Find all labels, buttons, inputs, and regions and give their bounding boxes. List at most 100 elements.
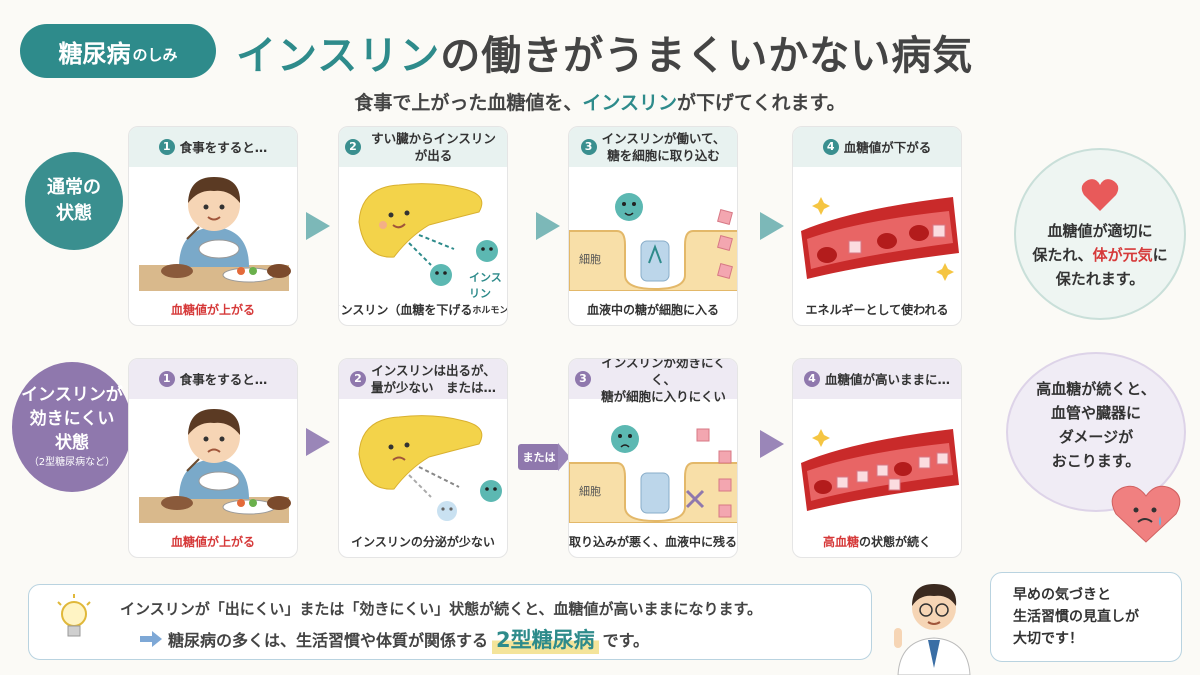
cell-blocked-illustration: 細胞 xyxy=(569,399,737,523)
step-number: 3 xyxy=(580,139,597,155)
bubble-line1: 血糖値が適切に xyxy=(1047,222,1153,240)
resistant-result-bubble: 高血糖が続くと、 血管や臓器に ダメージが おこります。 xyxy=(1006,352,1186,512)
step-number: 1 xyxy=(158,139,175,155)
bubble-line4: おこります。 xyxy=(1051,452,1141,470)
row-label-normal-line1: 通常の xyxy=(47,177,101,198)
step-title-line2: 糖が細胞に入りにくい xyxy=(601,388,726,404)
topic-badge: 糖尿病 のしみ xyxy=(20,24,216,78)
row-label-resistant-line3: 状態 xyxy=(55,433,89,453)
sad-heart-icon xyxy=(1111,485,1181,543)
arrow-right-icon xyxy=(760,212,784,240)
step-title: 食事をすると… xyxy=(179,371,268,387)
step-number: 4 xyxy=(822,139,839,155)
bubble-line2: 血管や臓器に xyxy=(1050,404,1141,422)
step-title-line2: 量が少ない または… xyxy=(370,380,496,395)
advice-line2: 生活習慣の見直しが xyxy=(1013,609,1139,625)
row-label-normal: 通常の 状態 xyxy=(25,152,123,250)
summary-line1: インスリンが「出にくい」または「効きにくい」状態が続くと、血糖値が高いままになり… xyxy=(120,600,763,618)
step-caption-small: ホルモン） xyxy=(472,305,508,316)
step-caption: エネルギーとして使われる xyxy=(805,302,949,317)
badge-sub: のしみ xyxy=(132,45,178,64)
normal-step-3-panel: 3 インスリンが働いて、糖を細胞に取り込む 細胞 血液中の糖が細胞に入る xyxy=(568,126,738,326)
step-header: 2 インスリンは出るが、量が少ない または… xyxy=(339,359,507,399)
arrow-right-icon xyxy=(306,428,330,456)
eating-person-worried-illustration xyxy=(129,399,297,523)
advice-line1: 早めの気づきと xyxy=(1013,587,1111,603)
bubble-line3: ダメージが xyxy=(1058,428,1134,446)
arrow-right-icon xyxy=(760,430,784,458)
row-label-resistant-note: （2型糖尿病など） xyxy=(28,457,116,468)
heart-icon xyxy=(1081,179,1119,211)
bubble-line2-highlight: 体が元気 xyxy=(1092,246,1153,264)
bubble-line1: 高血糖が続くと、 xyxy=(1036,380,1156,398)
summary-box xyxy=(28,584,872,660)
row-label-resistant-line2: 効きにくい xyxy=(29,409,115,429)
page-title: インスリン の働きがうまくいかない病気 xyxy=(236,22,973,82)
step-caption: 取り込みが悪く、血液中に残る xyxy=(569,534,738,549)
row-label-resistant: インスリンが 効きにくい 状態 （2型糖尿病など） xyxy=(12,362,132,492)
bubble-line3: 保たれます。 xyxy=(1055,270,1145,288)
advice-line3: 大切です！ xyxy=(1013,631,1083,647)
or-connector: または xyxy=(518,444,560,470)
step-caption: インスリンの分泌が少ない xyxy=(351,534,495,549)
cell-label: 細胞 xyxy=(579,485,601,498)
eating-person-illustration xyxy=(129,167,297,291)
step-caption: 血液中の糖が細胞に入る xyxy=(586,302,719,317)
arrow-right-icon xyxy=(536,212,560,240)
normal-result-bubble: 血糖値が適切に 保たれ、体が元気に 保たれます。 xyxy=(1014,148,1186,320)
step-title-line2: 糖を細胞に取り込む xyxy=(607,148,720,163)
step-caption: 血糖値が上がる xyxy=(170,302,255,317)
subtitle-highlight: インスリン xyxy=(582,92,678,114)
pancreas-sad-illustration xyxy=(339,399,507,523)
cell-uptake-illustration: 細胞 xyxy=(569,167,737,291)
subtitle-pre: 食事で上がった血糖値を、 xyxy=(354,92,583,114)
summary-line2-highlight: 2型糖尿病 xyxy=(492,624,599,654)
step-caption: 血糖値が上がる xyxy=(170,534,255,549)
cell-label: 細胞 xyxy=(579,253,601,266)
badge-main: 糖尿病 xyxy=(58,39,131,68)
subtitle-post: が下げてくれます。 xyxy=(677,92,846,114)
step-number: 1 xyxy=(158,371,175,387)
row-label-resistant-line1: インスリンが xyxy=(21,385,123,405)
step-title: すい臓からインスリンが出る xyxy=(371,131,496,163)
step-number: 4 xyxy=(803,371,820,387)
step-header: 3 インスリンが働いて、糖を細胞に取り込む xyxy=(569,127,737,167)
pancreas-illustration: インスリン xyxy=(339,167,507,300)
step-title: 食事をすると… xyxy=(179,139,268,155)
step-title-line1: インスリンが働いて、 xyxy=(601,131,726,146)
doctor-illustration xyxy=(894,584,971,675)
arrow-right-icon xyxy=(306,212,330,240)
step-caption: 高血糖の状態が続く xyxy=(793,523,961,557)
step-number: 2 xyxy=(349,371,366,387)
step-title: 血糖値が下がる xyxy=(843,139,932,155)
step-caption-main: インスリン（血糖を下げる xyxy=(338,302,473,317)
summary-line2-pre: 糖尿病の多くは、生活習慣や体質が関係する xyxy=(168,631,489,650)
title-highlight: インスリン xyxy=(236,33,441,79)
step-title-line1: インスリンは出るが、 xyxy=(371,363,496,378)
blood-vessel-high-sugar-illustration xyxy=(793,399,961,523)
blood-vessel-illustration xyxy=(793,167,961,291)
step-title-line1: インスリンが効きにくく、 xyxy=(601,358,726,387)
advice-bubble: 早めの気づきと 生活習慣の見直しが 大切です！ xyxy=(990,572,1182,662)
step-caption-rest: の状態が続く xyxy=(859,534,932,549)
title-rest: の働きがうまくいかない病気 xyxy=(440,33,974,79)
bubble-line2-post: に xyxy=(1152,246,1168,264)
step-caption-highlight: 高血糖 xyxy=(822,534,859,549)
row-label-normal-line2: 状態 xyxy=(56,203,92,224)
bubble-line2-pre: 保たれ、 xyxy=(1032,246,1093,264)
summary-line2-post: です。 xyxy=(602,631,650,650)
arrow-right-icon xyxy=(140,631,162,647)
